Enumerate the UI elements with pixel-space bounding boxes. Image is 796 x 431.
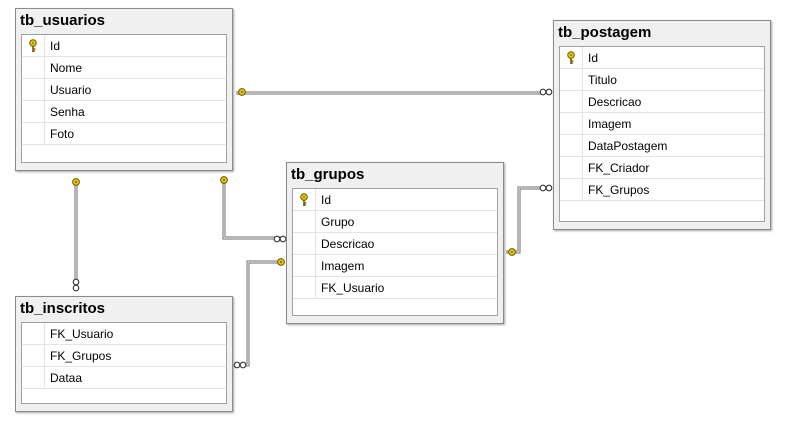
row-selector — [560, 157, 583, 178]
column-row[interactable]: FK_Criador — [560, 157, 764, 179]
rel-grupos-usuarios[interactable] — [220, 176, 287, 243]
column-name: FK_Grupos — [588, 183, 650, 197]
column-name: Senha — [50, 105, 85, 119]
row-selector — [560, 113, 583, 134]
column-name: Descricao — [321, 237, 375, 251]
column-row[interactable]: Descricao — [293, 233, 497, 255]
column-name: Id — [321, 193, 332, 207]
row-selector — [22, 101, 45, 122]
one-end-key-icon — [277, 258, 285, 266]
column-row[interactable]: Nome — [22, 57, 226, 79]
row-selector — [22, 323, 45, 344]
row-selector — [293, 211, 316, 232]
many-end-infinity-icon — [539, 184, 553, 192]
row-selector — [560, 179, 583, 200]
table-title: tb_grupos — [291, 166, 365, 183]
table-title: tb_postagem — [558, 24, 652, 41]
column-row[interactable]: Titulo — [560, 69, 764, 91]
many-end-infinity-icon — [72, 278, 80, 292]
row-selector — [22, 367, 45, 388]
column-name: Foto — [50, 127, 75, 141]
column-name: Id — [50, 39, 61, 53]
column-row[interactable]: Dataa — [22, 367, 226, 389]
column-row[interactable]: Usuario — [22, 79, 226, 101]
column-row[interactable]: FK_Usuario — [293, 277, 497, 299]
row-selector — [560, 91, 583, 112]
row-selector — [22, 57, 45, 78]
column-row[interactable]: Senha — [22, 101, 226, 123]
column-name: Imagem — [588, 117, 632, 131]
row-selector — [22, 79, 45, 100]
column-name: Id — [588, 51, 599, 65]
one-end-key-icon — [508, 248, 516, 256]
column-row[interactable]: FK_Usuario — [22, 323, 226, 345]
column-row[interactable]: Foto — [22, 123, 226, 145]
row-selector — [293, 277, 316, 298]
column-name: FK_Criador — [588, 161, 650, 175]
one-end-key-icon — [238, 88, 246, 96]
rel-inscritos-grupos[interactable] — [233, 258, 285, 369]
column-name: Grupo — [321, 215, 355, 229]
column-row[interactable]: Imagem — [560, 113, 764, 135]
row-selector — [22, 123, 45, 144]
column-name: FK_Grupos — [50, 349, 112, 363]
column-name: FK_Usuario — [50, 327, 114, 341]
primary-key-icon — [293, 189, 316, 210]
row-selector — [22, 345, 45, 366]
column-row[interactable]: Id — [22, 35, 226, 57]
row-selector — [560, 135, 583, 156]
row-selector — [293, 255, 316, 276]
table-title: tb_usuarios — [20, 12, 106, 29]
column-row[interactable]: Grupo — [293, 211, 497, 233]
column-name: Nome — [50, 61, 83, 75]
primary-key-icon — [22, 35, 45, 56]
column-name: Dataa — [50, 371, 83, 385]
column-row[interactable]: Id — [560, 47, 764, 69]
column-name: Usuario — [50, 83, 92, 97]
column-name: Titulo — [588, 73, 617, 87]
column-row[interactable]: Id — [293, 189, 497, 211]
column-row[interactable]: DataPostagem — [560, 135, 764, 157]
column-name: Descricao — [588, 95, 642, 109]
rel-inscritos-usuarios[interactable] — [72, 178, 80, 292]
table-title: tb_inscritos — [20, 300, 106, 317]
primary-key-icon — [560, 47, 583, 68]
one-end-key-icon — [220, 176, 228, 184]
one-end-key-icon — [72, 178, 80, 186]
row-selector — [293, 233, 316, 254]
rel-postagem-grupos[interactable] — [506, 184, 553, 256]
many-end-infinity-icon — [233, 361, 247, 369]
column-row[interactable]: Imagem — [293, 255, 497, 277]
column-row[interactable]: FK_Grupos — [22, 345, 226, 367]
column-name: Imagem — [321, 259, 365, 273]
many-end-infinity-icon — [539, 88, 553, 96]
rel-postagem-usuarios[interactable] — [236, 88, 553, 96]
column-row[interactable]: Descricao — [560, 91, 764, 113]
column-row[interactable]: FK_Grupos — [560, 179, 764, 201]
column-name: FK_Usuario — [321, 281, 385, 295]
row-selector — [560, 69, 583, 90]
column-name: DataPostagem — [588, 139, 668, 153]
